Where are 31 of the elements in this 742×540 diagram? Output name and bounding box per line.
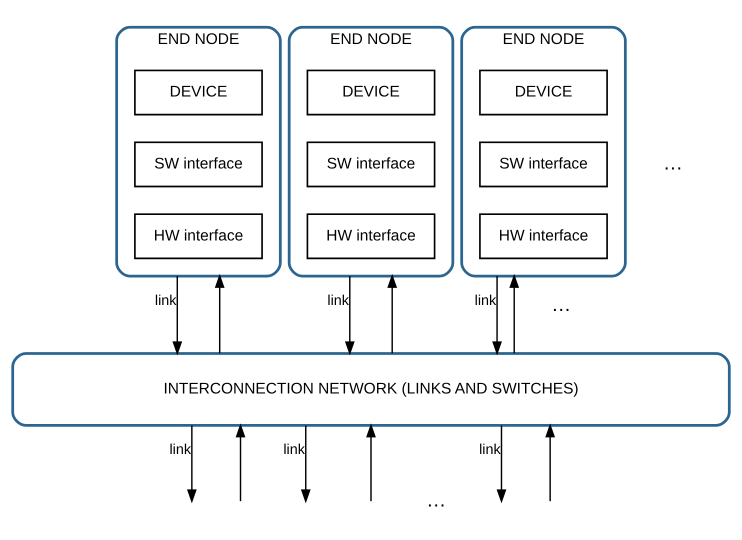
node-box: SW interface xyxy=(134,141,263,188)
node-box: HW interface xyxy=(306,213,436,260)
edge-label: link xyxy=(283,442,305,458)
edge-label: link xyxy=(327,293,349,310)
edge-label: link xyxy=(479,442,501,458)
arrow xyxy=(186,426,197,504)
node-box: SW interface xyxy=(479,141,608,188)
arrow xyxy=(344,276,355,356)
node-box: DEVICE xyxy=(306,70,436,116)
node-box: SW interface xyxy=(306,141,436,188)
node-box: DEVICE xyxy=(479,70,608,116)
arrow xyxy=(509,274,520,354)
node-box: HW interface xyxy=(134,213,263,260)
arrow xyxy=(366,423,376,502)
arrow xyxy=(492,276,502,356)
edge-label: link xyxy=(169,442,192,458)
label: … xyxy=(426,490,446,512)
label: … xyxy=(662,152,683,174)
node-box: DEVICE xyxy=(134,70,263,116)
arrow xyxy=(300,426,311,504)
edge-label: link xyxy=(154,293,176,310)
node-box: INTERCONNECTION NETWORK (LINKS AND SWITCHES) xyxy=(11,352,731,427)
arrow xyxy=(496,426,506,504)
arrow xyxy=(214,274,225,354)
arrow xyxy=(387,274,398,354)
arrow xyxy=(236,423,246,502)
arrow xyxy=(172,276,182,356)
edge-label: link xyxy=(474,293,496,310)
label: … xyxy=(551,294,572,316)
arrow xyxy=(545,423,556,502)
node-box: HW interface xyxy=(479,213,608,260)
